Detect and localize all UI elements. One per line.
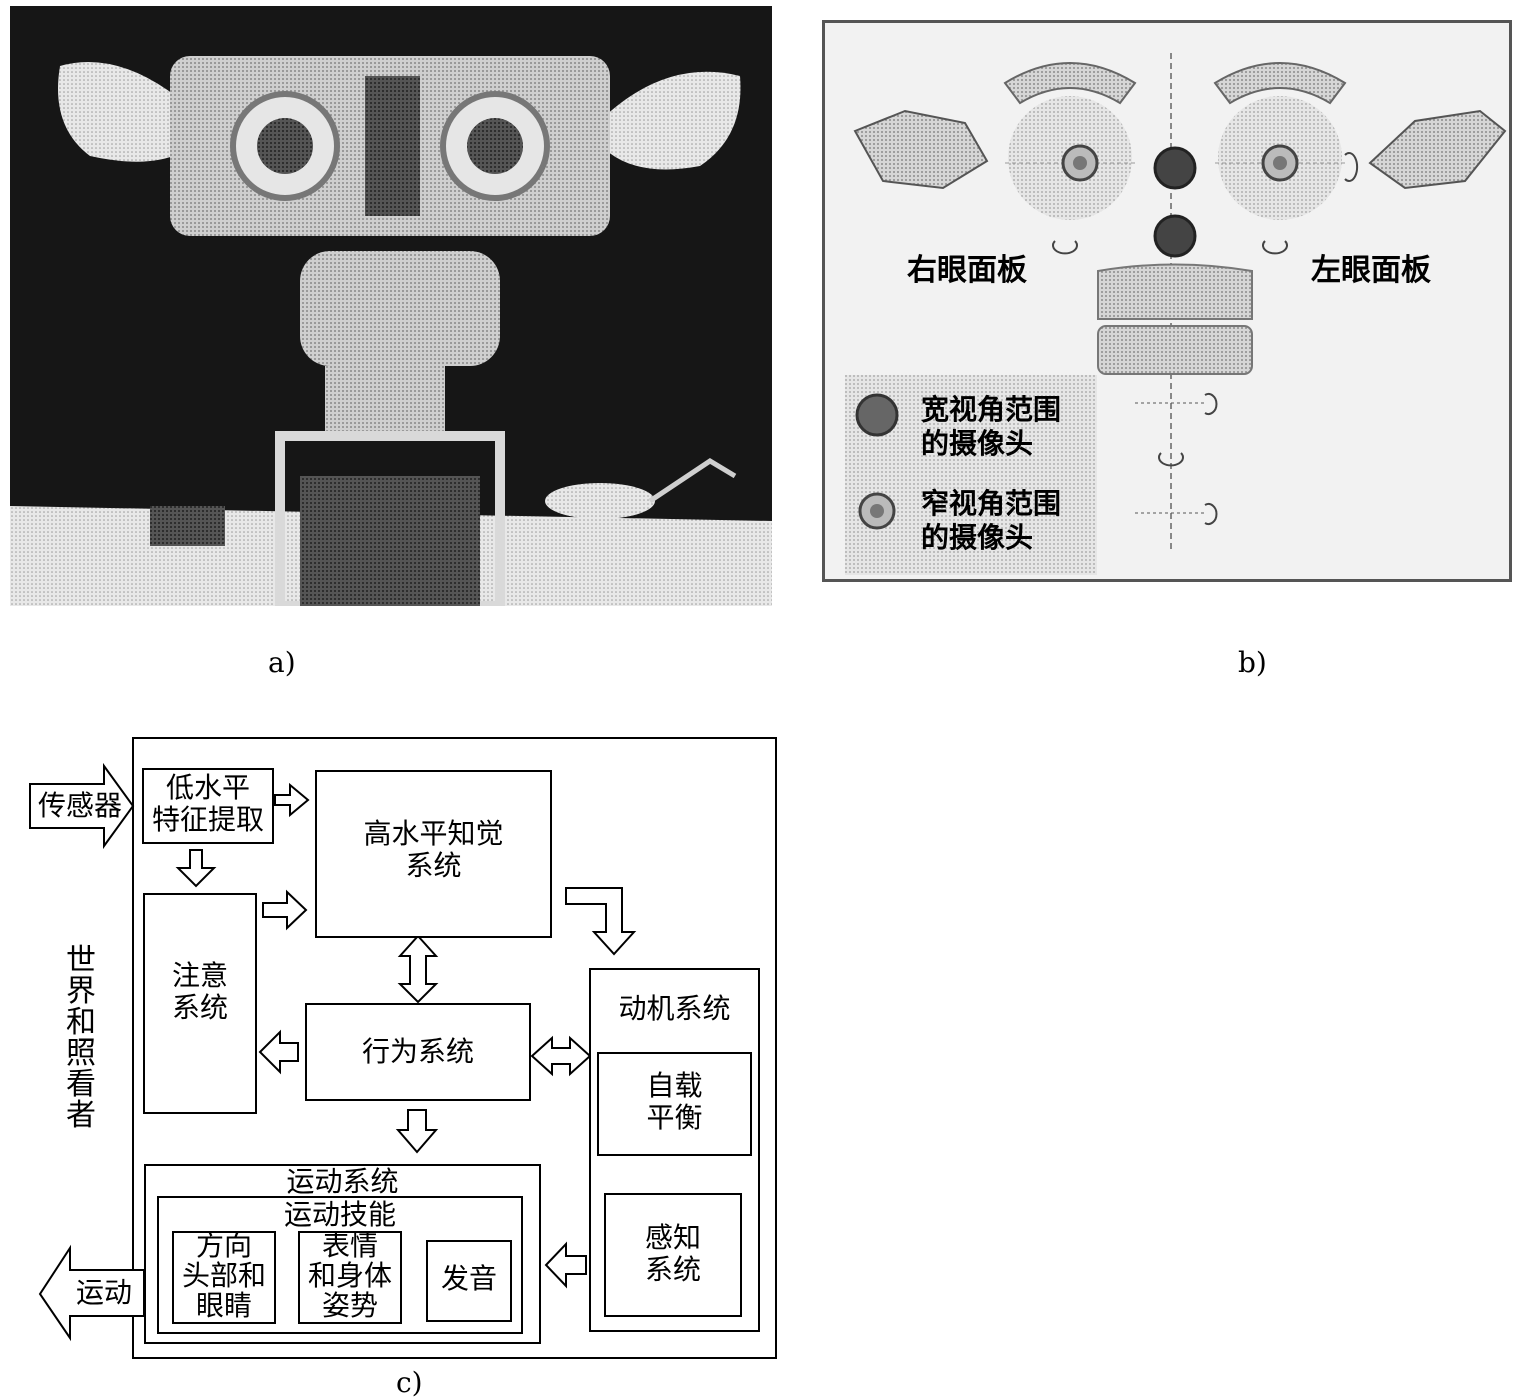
perception-system-label: 感知 系统 — [604, 1222, 742, 1286]
camera-layout-drawing — [845, 53, 1507, 575]
arrow-high-to-motivation — [565, 887, 637, 956]
center-wide-camera-icon-bottom — [1153, 214, 1197, 258]
world-char-6: 者 — [66, 1098, 96, 1133]
robot-photo — [10, 6, 772, 606]
arrow-behavior-to-attention — [258, 1029, 299, 1075]
right-ear-shape — [853, 109, 989, 190]
robot-head-illustration — [10, 6, 772, 606]
high-level-line-1: 高水平知觉 — [363, 817, 504, 850]
arrow-low-to-attention — [175, 849, 217, 888]
left-ear-shape — [1368, 109, 1507, 190]
left-eye-panel-label: 左眼面板 — [1311, 253, 1431, 288]
world-and-caregiver-label: 世 界 和 照 看 者 — [64, 945, 98, 1131]
arrow-attention-to-high — [262, 889, 308, 931]
orient-line-2: 头部和 — [181, 1259, 266, 1292]
world-char-3: 和 — [66, 1005, 96, 1040]
architecture-arrows — [29, 762, 637, 1342]
behavior-system-label: 行为系统 — [361, 1035, 474, 1068]
homeostasis-label: 自载 平衡 — [597, 1070, 752, 1134]
low-level-line-1: 低水平 — [165, 771, 250, 804]
right-eye-panel-label: 右眼面板 — [907, 253, 1027, 288]
arrow-behavior-motivation — [530, 1035, 592, 1077]
expression-posture-label: 表情 和身体 姿势 — [298, 1231, 402, 1321]
legend-wide-line-2: 的摄像头 — [921, 427, 1034, 460]
orient-head-eyes-box — [172, 1231, 276, 1324]
vocalization-box — [426, 1240, 512, 1322]
attention-system-box — [143, 893, 257, 1114]
world-char-1: 世 — [66, 943, 96, 978]
world-char-2: 界 — [66, 974, 96, 1009]
camera-layout-panel: 右眼面板 左眼面板 宽视角范围 的摄像头 窄视角范围 的摄像头 — [822, 20, 1512, 582]
arrow-low-to-high — [274, 782, 310, 818]
high-level-line-2: 系统 — [405, 849, 462, 882]
arrow-behavior-to-motor — [395, 1109, 439, 1154]
expression-line-2: 和身体 — [307, 1259, 392, 1292]
low-level-line-2: 特征提取 — [151, 803, 264, 836]
perception-line-2: 系统 — [644, 1253, 701, 1286]
vocalization-label: 发音 — [440, 1262, 497, 1295]
homeostasis-line-1: 自载 — [646, 1069, 703, 1102]
center-wide-camera-icon-top — [1153, 146, 1197, 190]
sensors-arrow — [29, 762, 135, 850]
motion-output-label: 运动 — [75, 1276, 132, 1309]
perception-line-1: 感知 — [644, 1221, 701, 1254]
high-level-perception-box — [315, 770, 552, 938]
legend-narrow-camera-label: 窄视角范围 的摄像头 — [921, 487, 1061, 555]
motivation-system-label: 动机系统 — [618, 992, 731, 1025]
orient-line-1: 方向 — [195, 1229, 252, 1262]
motion-output-arrow — [38, 1244, 145, 1342]
attention-line-2: 系统 — [171, 991, 228, 1024]
orient-head-eyes-label: 方向 头部和 眼睛 — [172, 1231, 276, 1321]
legend-wide-line-1: 宽视角范围 — [921, 393, 1062, 426]
attention-system-label: 注意 系统 — [143, 960, 257, 1024]
low-level-feature-label: 低水平 特征提取 — [142, 772, 274, 836]
orient-line-3: 眼睛 — [195, 1289, 252, 1322]
legend-wide-camera-icon — [855, 393, 899, 437]
caption-b: b) — [1238, 646, 1267, 679]
arrow-high-behavior — [397, 934, 439, 1004]
legend-narrow-line-2: 的摄像头 — [921, 521, 1034, 554]
world-char-5: 看 — [66, 1067, 96, 1102]
attention-line-1: 注意 — [171, 959, 228, 992]
motor-skills-label: 运动技能 — [283, 1198, 396, 1231]
arrow-perception-to-motor — [544, 1241, 587, 1289]
high-level-perception-label: 高水平知觉 系统 — [315, 818, 552, 882]
motor-system-label: 运动系统 — [286, 1165, 399, 1198]
world-char-4: 照 — [66, 1036, 96, 1071]
caption-a: a) — [268, 646, 296, 679]
legend-narrow-line-1: 窄视角范围 — [921, 487, 1062, 520]
legend-wide-camera-label: 宽视角范围 的摄像头 — [921, 393, 1061, 461]
homeostasis-line-2: 平衡 — [646, 1101, 703, 1134]
perception-system-box — [604, 1193, 742, 1317]
sensors-label: 传感器 — [37, 789, 122, 822]
homeostasis-box — [597, 1052, 752, 1156]
expression-posture-box — [298, 1231, 402, 1324]
caption-c: c) — [396, 1366, 423, 1399]
low-level-feature-box — [142, 768, 274, 844]
behavior-system-box — [305, 1003, 531, 1101]
expression-line-1: 表情 — [321, 1229, 378, 1262]
architecture-frame — [132, 737, 777, 1359]
expression-line-3: 姿势 — [321, 1289, 378, 1322]
